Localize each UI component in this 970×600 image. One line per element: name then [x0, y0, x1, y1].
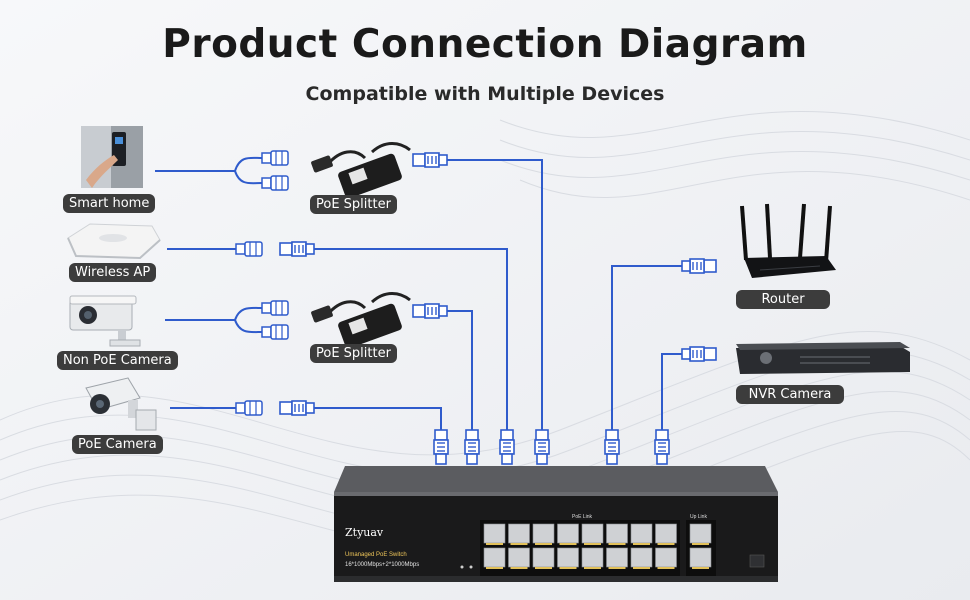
poe-port: [655, 523, 677, 544]
label-smart-home: Smart home: [63, 194, 156, 213]
poe-port: [508, 547, 530, 568]
poe-port: [655, 547, 677, 568]
poe-port: [557, 547, 579, 568]
poe-switch: [334, 466, 778, 582]
cable-splitter2-to-switch: [447, 310, 473, 430]
cable-nvr: [661, 353, 716, 430]
port-led: [559, 567, 577, 569]
switch-ports: [483, 523, 712, 569]
label-nvr-camera: NVR Camera: [736, 385, 844, 404]
port-led: [608, 567, 626, 569]
poe-splitter-bottom-image: [311, 292, 411, 349]
poe-port: [630, 547, 653, 568]
router-image: [740, 203, 836, 278]
port-led: [584, 543, 601, 545]
label-poe-camera: PoE Camera: [72, 435, 163, 454]
uplink-port: [689, 523, 712, 544]
poe-port: [557, 523, 579, 544]
cable-smart-home-split: [234, 156, 263, 185]
label-router: Router: [736, 290, 830, 309]
port-led: [657, 543, 675, 545]
uplink-port: [689, 547, 712, 568]
cable-wireless-ap: [167, 248, 508, 430]
port-led: [692, 543, 709, 545]
port-led: [608, 543, 626, 545]
poe-port: [581, 547, 604, 568]
port-led: [486, 543, 503, 545]
poe-port: [630, 523, 653, 544]
port-led: [535, 543, 552, 545]
non-poe-camera-image: [69, 295, 141, 347]
cable-non-poe-split: [234, 306, 263, 334]
port-led: [584, 567, 601, 569]
poe-port: [483, 523, 506, 544]
wireless-ap-image: [67, 223, 161, 260]
poe-port: [606, 523, 628, 544]
port-led: [510, 543, 528, 545]
port-led: [486, 567, 503, 569]
port-led: [633, 543, 650, 545]
connectors: [235, 150, 717, 465]
label-wireless-ap: Wireless AP: [69, 263, 157, 282]
poe-camera-image: [85, 377, 157, 431]
poe-port: [508, 523, 530, 544]
poe-port: [581, 523, 604, 544]
label-poe-splitter-bottom: PoE Splitter: [310, 344, 397, 363]
poe-port: [606, 547, 628, 568]
poe-port: [532, 547, 555, 568]
smart-home-image: [81, 126, 143, 188]
poe-port: [483, 547, 506, 568]
cable-poe-camera: [170, 407, 442, 430]
cable-splitter1-to-switch: [447, 159, 543, 430]
port-led: [657, 567, 675, 569]
port-led: [633, 567, 650, 569]
cables: [155, 156, 716, 430]
port-led: [535, 567, 552, 569]
port-led: [692, 567, 709, 569]
page-title: Product Connection Diagram: [162, 22, 808, 67]
page-subtitle: Compatible with Multiple Devices: [305, 83, 665, 105]
poe-splitter-top-image: [311, 142, 411, 199]
label-non-poe-camera: Non PoE Camera: [57, 351, 178, 370]
port-led: [510, 567, 528, 569]
port-led: [559, 543, 577, 545]
label-poe-splitter-top: PoE Splitter: [310, 195, 397, 214]
poe-port: [532, 523, 555, 544]
nvr-image: [736, 342, 910, 374]
